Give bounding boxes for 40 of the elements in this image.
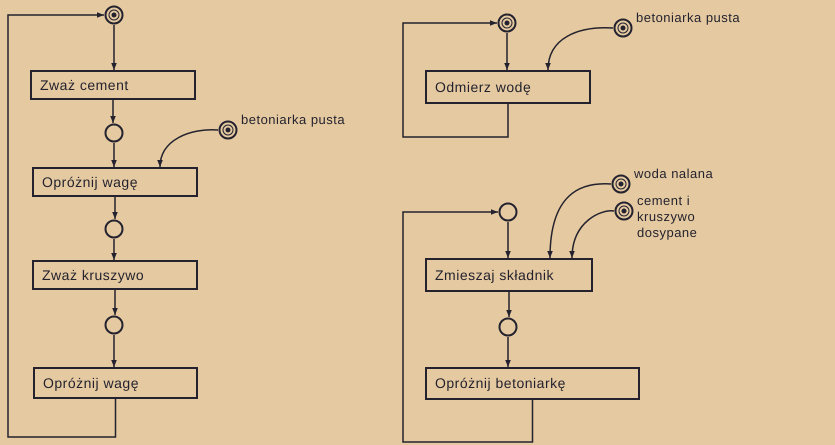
place-label: cement i kruszywo dosypane [637,193,698,241]
arrow [505,337,511,367]
place-label: betoniarka pusta [241,112,346,128]
place-circle [104,315,124,335]
place-circle [498,202,518,222]
arrow [111,25,117,70]
arrow [110,100,116,123]
transition-box: Zważ cement [30,70,196,100]
place-circle [104,123,124,143]
marked-place-circle [218,120,238,140]
place-circle [104,219,124,239]
arrow [547,183,612,258]
arrow [570,210,614,258]
arrow [504,33,510,70]
place-label: woda nalana [634,166,714,182]
transition-box: Zważ kruszywo [32,260,198,290]
transition-box: Odmierz wodę [425,70,591,104]
arrow [111,335,117,367]
arrow [546,27,614,70]
arrow [111,143,117,167]
arrow [402,209,534,443]
marked-place-circle [104,5,124,25]
arrow [111,239,117,260]
arrow [112,290,118,315]
transition-box: Zmieszaj składnik [425,258,593,292]
transition-box: Opróżnij betoniarkę [425,367,640,400]
arrow [506,292,512,317]
place-label: betoniarka pusta [636,10,742,26]
arrow [505,222,511,258]
place-circle [498,317,518,337]
arrow [112,197,118,219]
arrow [158,129,218,168]
transition-box: Opróżnij wagę [32,167,198,197]
marked-place-circle [611,174,631,194]
transition-box: Opróżnij wagę [33,367,198,399]
arrow [7,12,116,438]
marked-place-circle [497,13,517,33]
marked-place-circle [613,18,633,38]
marked-place-circle [614,201,634,221]
arrow [402,20,509,138]
